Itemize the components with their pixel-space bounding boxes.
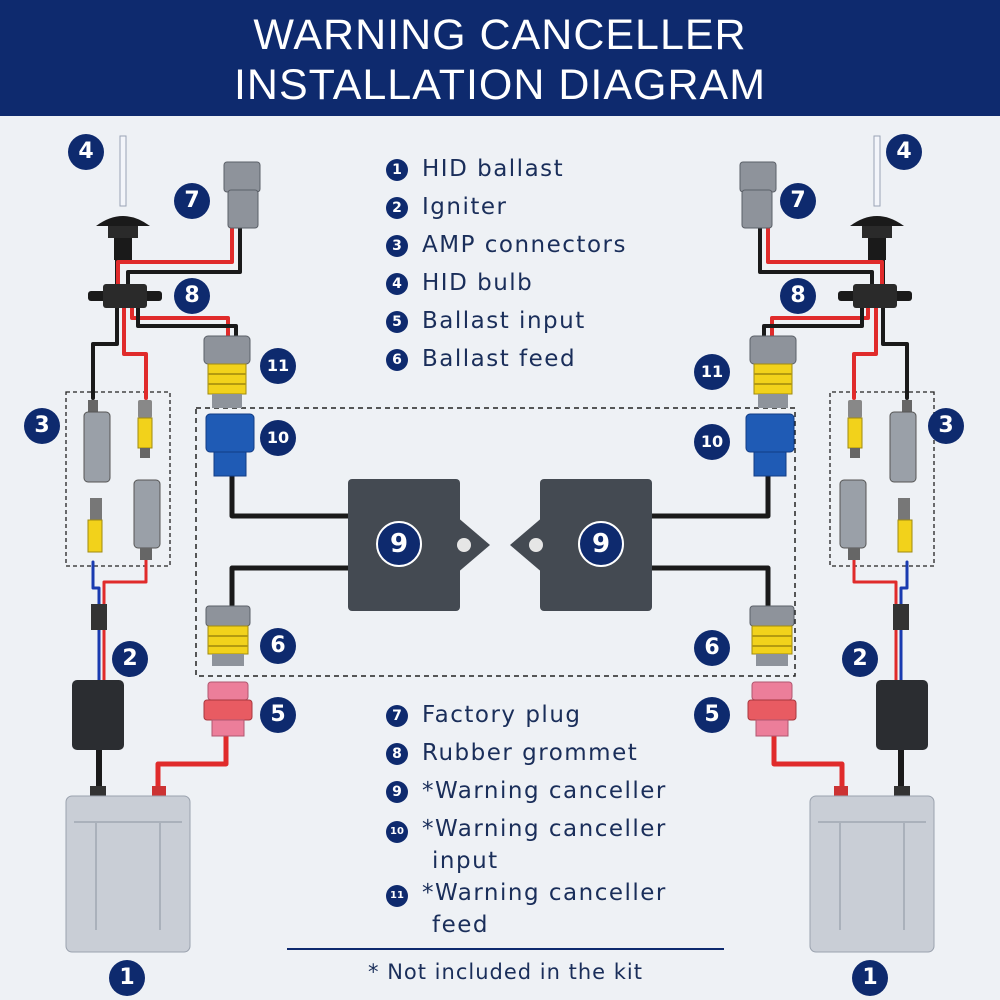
badge-4-left: 4 (68, 134, 104, 170)
legend-num: 10 (386, 821, 408, 843)
legend-label: *Warning canceller (422, 880, 667, 906)
badge-10-right: 10 (694, 424, 730, 460)
legend-item-3: 3 AMP connectors (386, 232, 627, 258)
title-line-2: INSTALLATION DIAGRAM (233, 61, 767, 109)
legend-item-6: 6 Ballast feed (386, 346, 576, 372)
legend-num: 9 (386, 781, 408, 803)
badge-4-right: 4 (886, 134, 922, 170)
legend-item-7: 7 Factory plug (386, 702, 582, 728)
legend-label: Factory plug (422, 702, 582, 728)
legend-label: Ballast feed (422, 346, 577, 372)
legend-label: AMP connectors (422, 232, 627, 258)
badge-7-left: 7 (174, 183, 210, 219)
legend-item-11: 11 *Warning canceller (386, 880, 667, 907)
badge-3-right: 3 (928, 408, 964, 444)
badge-8-left: 8 (174, 278, 210, 314)
legend-item-10: 10 *Warning canceller (386, 816, 667, 843)
badge-6-left: 6 (260, 628, 296, 664)
badge-8-right: 8 (780, 278, 816, 314)
badge-3-left: 3 (24, 408, 60, 444)
canceller-zone-box (195, 407, 796, 677)
legend-label: HID ballast (422, 156, 565, 182)
badge-2-left: 2 (112, 641, 148, 677)
legend-num: 4 (386, 273, 408, 295)
legend-num: 7 (386, 705, 408, 727)
badge-11-left: 11 (260, 348, 296, 384)
badge-1-right: 1 (852, 960, 888, 996)
header-banner: WARNING CANCELLER INSTALLATION DIAGRAM (0, 0, 1000, 116)
legend-item-10-cont: input (386, 848, 499, 874)
legend-item-1: 1 HID ballast (386, 156, 564, 182)
badge-10-left: 10 (260, 420, 296, 456)
legend-label: *Warning canceller (422, 816, 667, 842)
legend-label-cont: input (432, 848, 499, 874)
legend-num: 3 (386, 235, 408, 257)
footnote: * Not included in the kit (287, 948, 724, 984)
legend-label: Rubber grommet (422, 740, 639, 766)
legend-num: 6 (386, 349, 408, 371)
legend-item-2: 2 Igniter (386, 194, 507, 220)
legend-num: 1 (386, 159, 408, 181)
badge-9-left: 9 (376, 521, 422, 567)
badge-7-right: 7 (780, 183, 816, 219)
legend-item-11-cont: feed (386, 912, 489, 938)
legend-label: Ballast input (422, 308, 586, 334)
badge-2-right: 2 (842, 641, 878, 677)
legend-num: 5 (386, 311, 408, 333)
badge-1-left: 1 (109, 960, 145, 996)
badge-6-right: 6 (694, 630, 730, 666)
legend-item-8: 8 Rubber grommet (386, 740, 638, 766)
legend-num: 11 (386, 885, 408, 907)
badge-5-left: 5 (260, 697, 296, 733)
badge-9-right: 9 (578, 521, 624, 567)
legend-item-4: 4 HID bulb (386, 270, 533, 296)
title-line-1: WARNING CANCELLER (253, 11, 747, 59)
legend-label: Igniter (422, 194, 508, 220)
legend-label: HID bulb (422, 270, 534, 296)
legend-num: 2 (386, 197, 408, 219)
badge-5-right: 5 (694, 697, 730, 733)
badge-11-right: 11 (694, 354, 730, 390)
legend-label-cont: feed (432, 912, 489, 938)
legend-label: *Warning canceller (422, 778, 667, 804)
legend-item-5: 5 Ballast input (386, 308, 586, 334)
legend-num: 8 (386, 743, 408, 765)
legend-item-9: 9 *Warning canceller (386, 778, 667, 804)
